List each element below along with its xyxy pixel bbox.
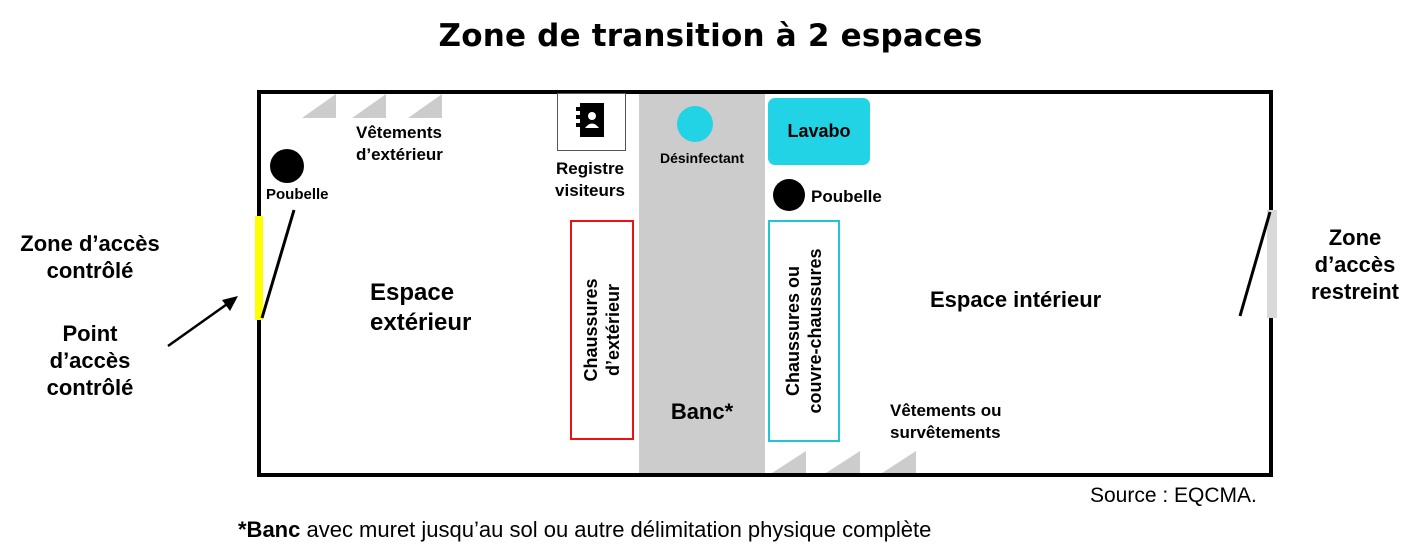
- inner-bin-icon: [773, 179, 805, 211]
- restricted-zone-label: Zone d’accès restreint: [1310, 225, 1400, 304]
- left-door-leaf: [260, 209, 296, 319]
- controlled-access-door: [255, 216, 263, 320]
- source-label: Source : EQCMA.: [1090, 484, 1257, 507]
- sink-label: Lavabo: [787, 121, 851, 141]
- restricted-access-door: [1267, 210, 1277, 318]
- inner-clothes-label: Vêtements ou survêtements: [890, 401, 1002, 442]
- footnote: *Banc avec muret jusqu’au sol ou autre d…: [238, 517, 931, 543]
- outer-bin-icon: [270, 149, 304, 183]
- outer-shoes-area: Chaussures d’extérieur: [570, 220, 634, 440]
- access-arrow-shaft: [167, 300, 231, 348]
- diagram-title: Zone de transition à 2 espaces: [438, 18, 983, 54]
- footnote-text: avec muret jusqu’au sol ou autre délimit…: [300, 517, 932, 542]
- outer-space-label: Espace extérieur: [370, 279, 472, 336]
- right-door-leaf: [1238, 211, 1272, 317]
- outer-clothes-label: Vêtements d’extérieur: [356, 123, 443, 164]
- register-book-icon: [576, 103, 604, 137]
- sink: Lavabo: [768, 98, 870, 165]
- inner-clothes-hooks: [772, 451, 916, 473]
- footnote-bold: *Banc: [238, 517, 301, 542]
- inner-bin-label: Poubelle: [811, 187, 882, 206]
- outer-bin-label: Poubelle: [266, 186, 329, 203]
- bench-label: Banc*: [670, 399, 734, 424]
- visitor-register-label: Registre visiteurs: [555, 159, 625, 200]
- outer-clothes-hooks: [302, 94, 442, 118]
- disinfectant-icon: [677, 106, 713, 142]
- outer-shoes-label: Chaussures d’extérieur: [581, 278, 623, 382]
- inner-shoes-label: Chaussures ou couvre-chaussures: [783, 248, 825, 414]
- visitor-register: [557, 93, 626, 151]
- controlled-zone-label: Zone d’accès contrôlé: [20, 231, 160, 283]
- bench: [639, 94, 765, 473]
- controlled-access-point-label: Point d’accès contrôlé: [46, 321, 134, 400]
- disinfectant-label: Désinfectant: [659, 150, 745, 166]
- inner-shoes-area: Chaussures ou couvre-chaussures: [768, 220, 840, 442]
- inner-space-label: Espace intérieur: [930, 287, 1102, 312]
- access-arrow-head: [222, 296, 238, 311]
